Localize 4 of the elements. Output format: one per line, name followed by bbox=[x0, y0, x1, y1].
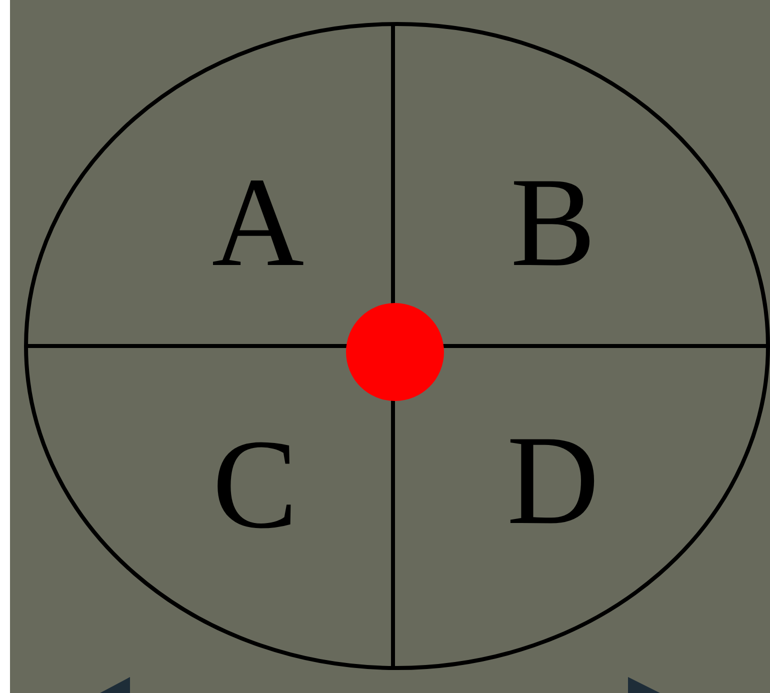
quadrant-letter: A bbox=[212, 158, 304, 286]
quadrant-letter: D bbox=[506, 416, 600, 544]
quadrant-letter: B bbox=[510, 158, 596, 286]
quadrant-letter: C bbox=[212, 420, 298, 548]
